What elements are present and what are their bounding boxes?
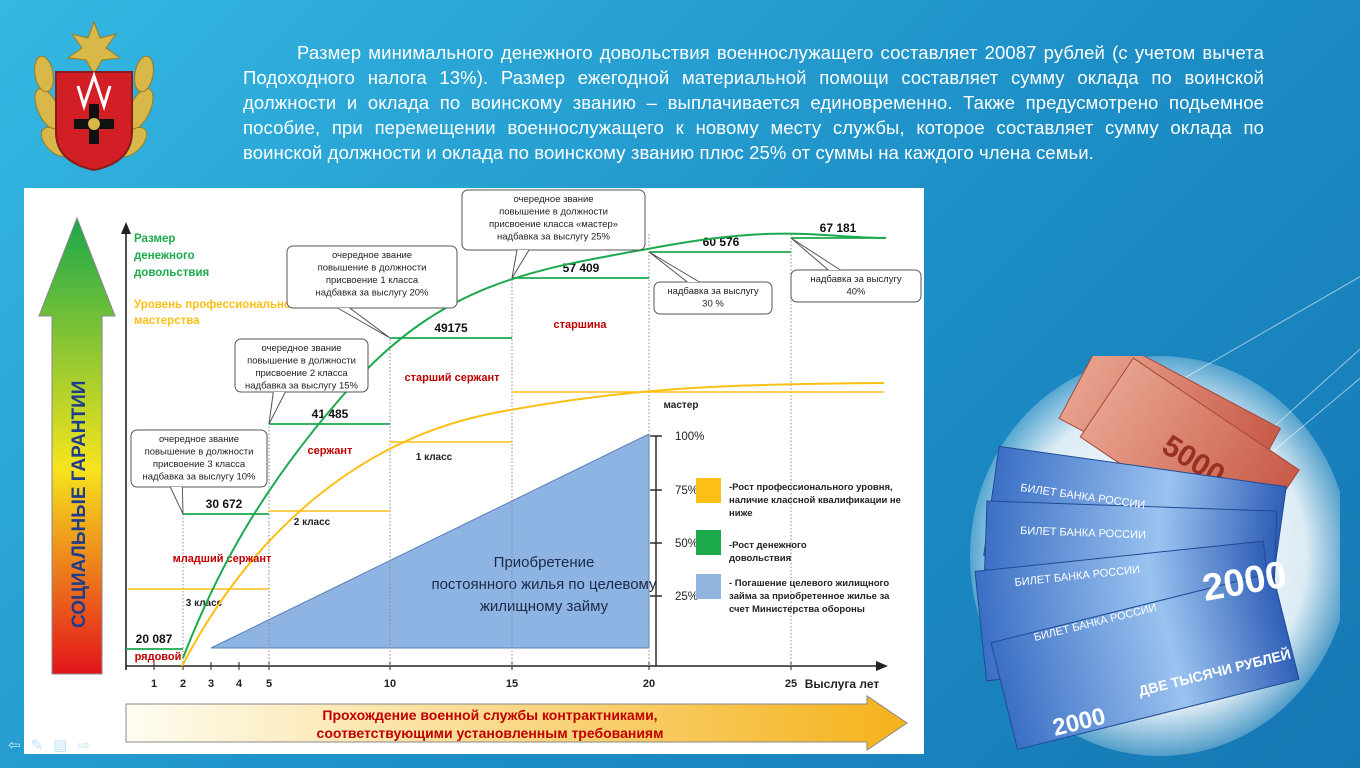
legend-text-0-0: -Рост профессионального уровня, — [729, 482, 893, 493]
legend-text-0-1: наличие классной квалификации не — [729, 495, 901, 506]
callout-box-3 — [461, 189, 646, 251]
legend-swatch-2 — [696, 574, 721, 599]
percent-label-2: 50% — [675, 538, 698, 550]
callout-pointer-1 — [268, 391, 286, 425]
callout-box-1 — [234, 338, 369, 393]
callout-pointer-5 — [790, 237, 841, 271]
x-axis-arrowhead — [876, 661, 888, 671]
skill-step-label-1: 2 класс — [294, 517, 331, 528]
x-tick-label-5: 5 — [266, 678, 272, 690]
intro-paragraph: Размер минимального денежного довольстви… — [243, 42, 1264, 163]
svg-text:БИЛЕТ БАНКА РОССИИ: БИЛЕТ БАНКА РОССИИ — [1020, 525, 1146, 541]
x-tick-label-15: 15 — [506, 678, 518, 690]
callout-text-3-0: очередное звание — [513, 194, 593, 205]
pay-curve — [182, 232, 887, 659]
callout-text-0-1: повышение в должности — [145, 447, 254, 458]
callout-text-3-2: присвоение класса «мастер» — [489, 219, 618, 230]
legend-text-2-0: - Погашение целевого жилищного — [729, 578, 889, 589]
x-tick-label-25: 25 — [785, 678, 797, 690]
callout-text-2-0: очередное звание — [332, 250, 412, 261]
career-chart: СОЦИАЛЬНЫЕ ГАРАНТИИ Приобретение постоянно… — [38, 189, 922, 751]
chart-panel: СОЦИАЛЬНЫЕ ГАРАНТИИ Приобретение постоянно… — [24, 188, 924, 754]
callout-text-4-0: надбавка за выслугу — [667, 286, 759, 297]
pay-value-1: 30 672 — [206, 497, 243, 511]
legend-text-1-0: -Рост денежного — [729, 540, 807, 551]
rank-label-3: старший сержант — [405, 372, 501, 384]
percent-label-1: 75% — [675, 485, 698, 497]
callout-text-0-2: присвоение 3 класса — [153, 459, 246, 470]
y-axis-arrowhead — [121, 222, 131, 234]
callout-box-5 — [790, 269, 922, 303]
callout-box-4 — [653, 281, 773, 315]
bottom-service-arrow — [125, 695, 908, 751]
skill-step-label-2: 1 класс — [416, 452, 453, 463]
housing-text-1: постоянного жилья по целевому — [431, 576, 657, 593]
banknotes-image: 5000 БИЛЕТ БАНКА РОССИИ БИЛЕТ БАНКА РОСС… — [970, 356, 1340, 756]
callout-box-0 — [130, 429, 268, 488]
skill-curve — [181, 382, 885, 667]
x-tick-label-10: 10 — [384, 678, 396, 690]
percent-label-3: 25% — [675, 591, 698, 603]
housing-text-2: жилищному займу — [480, 598, 609, 615]
pay-value-2: 41 485 — [312, 407, 349, 421]
legend-swatch-1 — [696, 530, 721, 555]
callout-text-2-1: повышение в должности — [318, 263, 427, 274]
callout-text-2-2: присвоение 1 класса — [326, 275, 419, 286]
slide-nav-icons[interactable]: ⇦✎▤⇨ — [8, 737, 100, 754]
x-tick-label-2: 2 — [180, 678, 186, 690]
military-emblem-icon — [34, 20, 154, 172]
callout-text-5-1: 40% — [846, 287, 866, 298]
x-tick-label-1: 1 — [151, 678, 157, 690]
pay-axis-label-1: денежного — [134, 250, 195, 262]
callout-pointer-3 — [511, 249, 530, 279]
callout-text-1-0: очередное звание — [261, 343, 341, 354]
rank-label-2: сержант — [308, 445, 354, 457]
skill-step-label-3: мастер — [664, 400, 699, 411]
rank-label-1: младший сержант — [173, 553, 272, 565]
callout-text-3-1: повышение в должности — [499, 207, 608, 218]
side-guarantee-arrow — [38, 216, 116, 675]
callout-pointer-0 — [169, 486, 184, 515]
pay-value-4: 57 409 — [563, 261, 600, 275]
callout-box-2 — [286, 245, 458, 309]
legend-text-2-1: займа за приобретенное жилье за — [729, 591, 890, 602]
callout-text-5-0: надбавка за выслугу — [810, 274, 902, 285]
callout-text-1-1: повышение в должности — [247, 356, 356, 367]
callout-text-3-3: надбавка за выслугу 25% — [497, 232, 611, 243]
callout-text-2-3: надбавка за выслугу 20% — [316, 288, 430, 299]
rank-label-4: старшина — [553, 319, 607, 331]
x-tick-label-20: 20 — [643, 678, 655, 690]
callout-text-1-3: надбавка за выслугу 15% — [245, 381, 359, 392]
x-axis-label: Выслуга лет — [805, 677, 880, 691]
bottom-arrow-text-1: соответствующими установленным требовани… — [317, 725, 664, 741]
callout-pointer-4 — [648, 251, 700, 283]
callout-text-4-1: 30 % — [702, 299, 724, 310]
legend-swatch-0 — [696, 478, 721, 503]
skill-axis-label-1: мастерства — [134, 315, 200, 327]
pay-axis-label-0: Размер — [134, 233, 175, 245]
callout-text-1-2: присвоение 2 класса — [255, 368, 348, 379]
legend-text-2-2: счет Министерства обороны — [729, 604, 865, 615]
housing-triangle — [210, 433, 650, 649]
x-tick-label-4: 4 — [236, 678, 243, 690]
skill-step-label-0: 3 класс — [186, 598, 223, 609]
callout-pointer-2 — [337, 307, 391, 339]
callout-text-0-3: надбавка за выслугу 10% — [143, 472, 257, 483]
rank-label-0: рядовой — [135, 651, 182, 663]
pay-axis-label-2: довольствия — [134, 267, 209, 279]
pay-value-0: 20 087 — [136, 632, 173, 646]
legend-text-1-1: довольствия — [729, 553, 791, 564]
callout-text-0-0: очередное звание — [159, 434, 239, 445]
x-tick-label-3: 3 — [208, 678, 214, 690]
bottom-arrow-text-0: Прохождение военной службы контрактникам… — [322, 707, 657, 723]
legend-text-0-2: ниже — [729, 508, 752, 519]
housing-text-0: Приобретение — [494, 554, 595, 571]
percent-label-0: 100% — [675, 431, 704, 443]
skill-axis-label-0: Уровень профессионального — [134, 299, 303, 311]
pay-value-6: 67 181 — [820, 221, 857, 235]
pay-value-3: 49175 — [434, 321, 468, 335]
side-axis-label: СОЦИАЛЬНЫЕ ГАРАНТИИ — [69, 381, 90, 628]
